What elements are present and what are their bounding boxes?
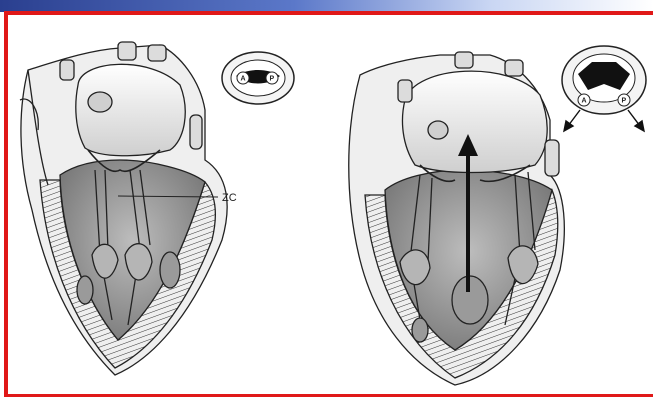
left-inset-marker-a: A — [241, 76, 246, 83]
right-inset-marker-a: A — [582, 98, 587, 105]
left-inset-marker-p: P — [270, 76, 275, 83]
zc-label: ZC — [222, 192, 237, 204]
right-inset-marker-p: P — [622, 98, 627, 105]
left-heart — [20, 42, 227, 375]
right-heart — [349, 52, 565, 385]
left-valve-inset: A P — [222, 52, 294, 104]
right-valve-inset: A P — [562, 46, 646, 131]
